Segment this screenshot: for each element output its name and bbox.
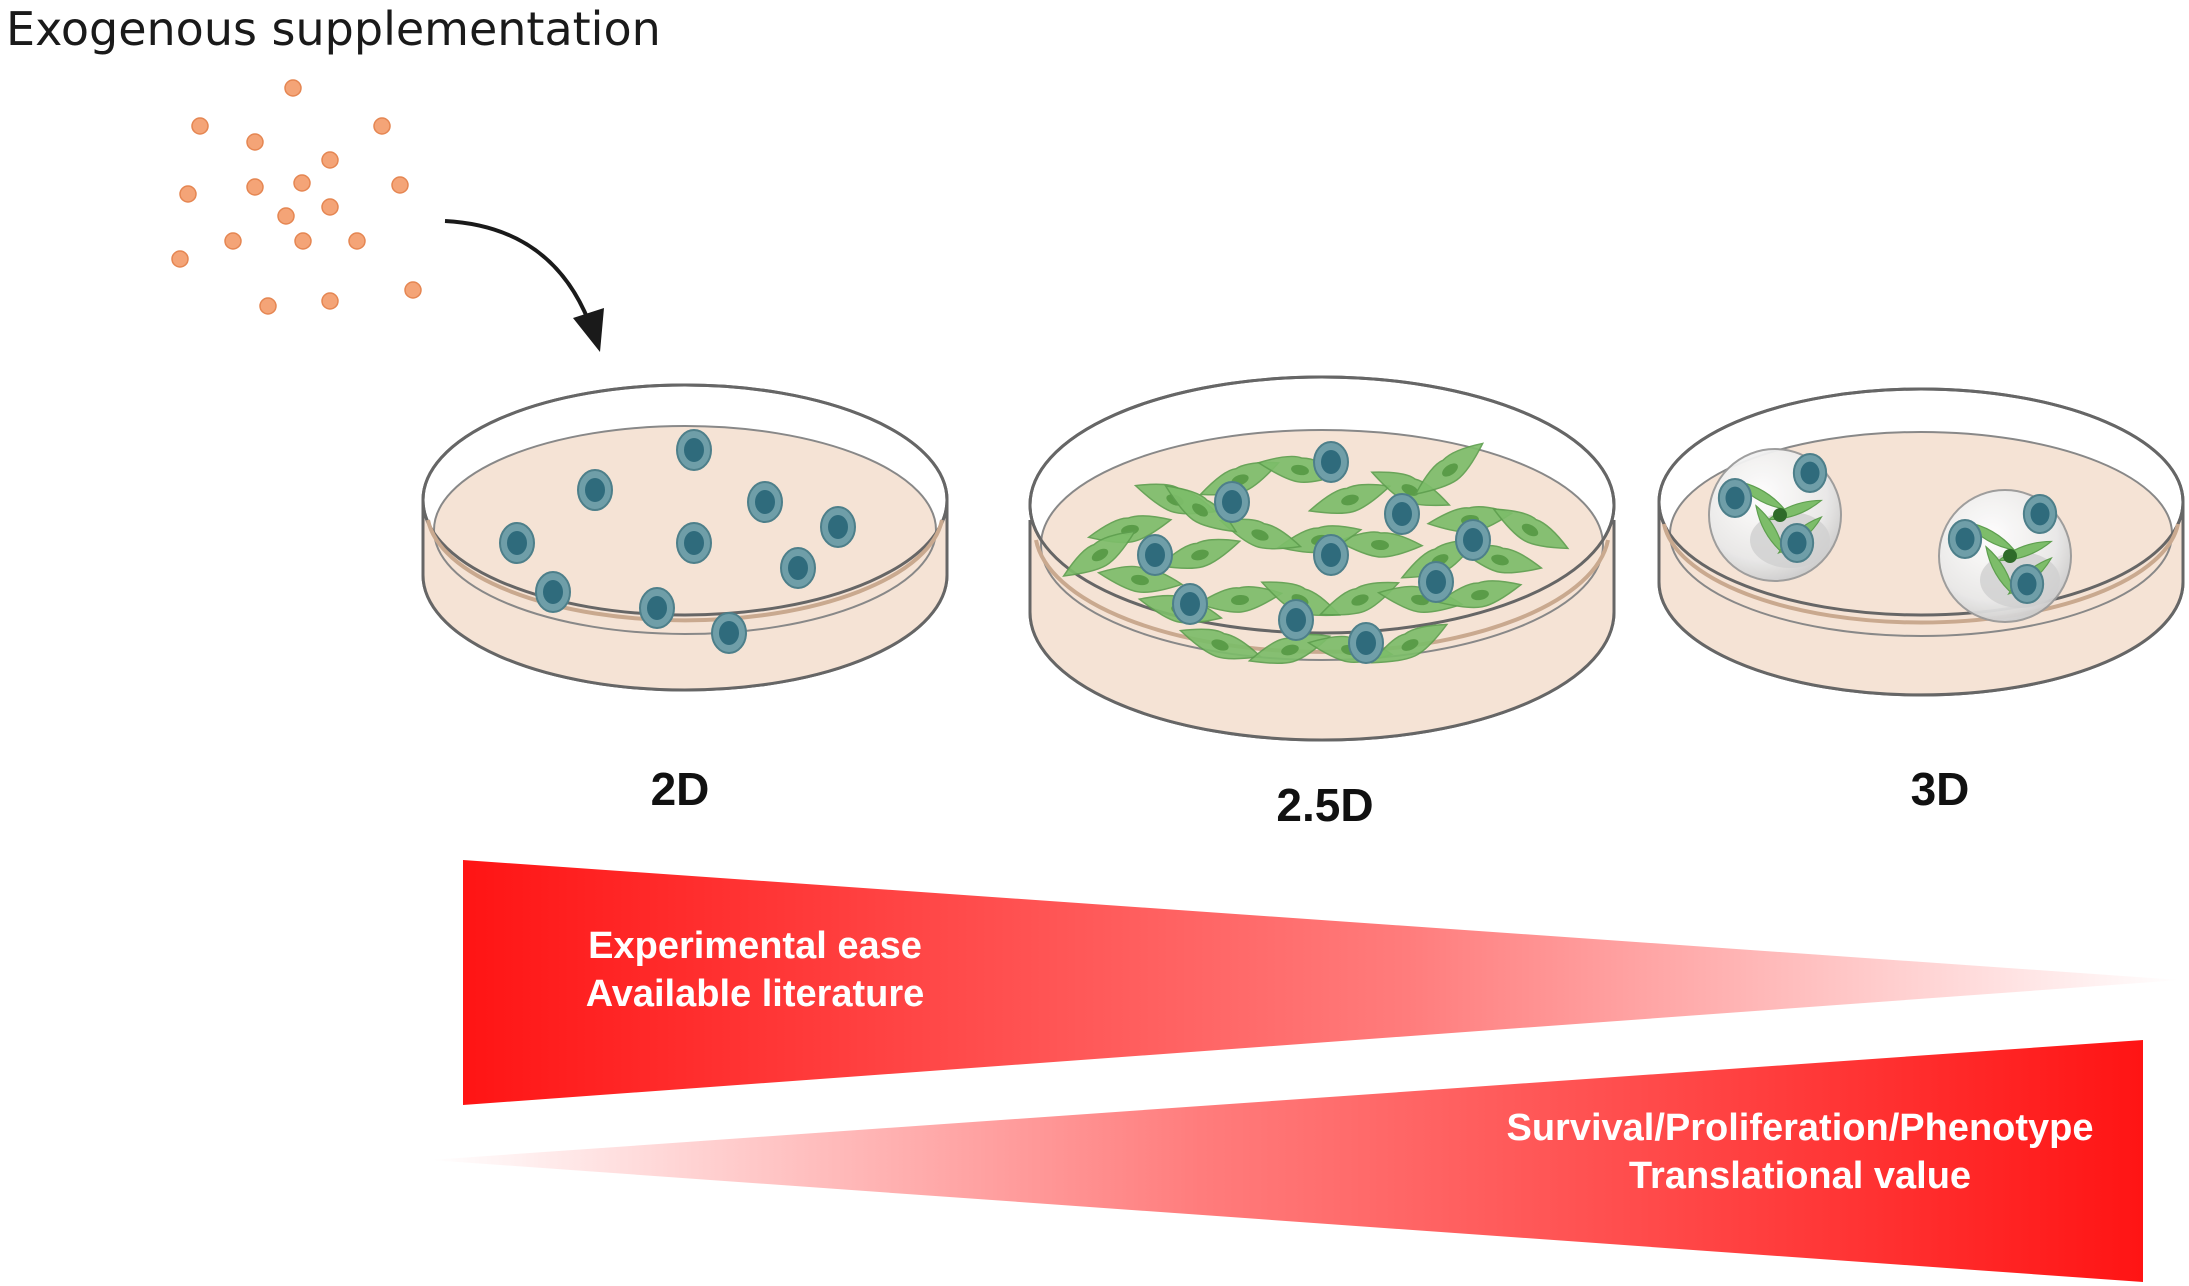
curved-arrow-icon [444,219,604,352]
particle [294,232,312,250]
translational-value-label: Translational value [1628,1155,1972,1197]
particle [321,151,339,169]
cell [1717,478,1753,518]
spheroid-2 [1938,489,2072,623]
survival-proliferation-phenotype-label: Survival/Proliferation/Phenotype [1506,1107,2094,1149]
nucleus [1773,508,1787,522]
particle [179,185,197,203]
cell [820,506,856,548]
particle [284,79,302,97]
nucleus [2003,549,2017,563]
particle [191,117,209,135]
fibroblast [1157,538,1242,569]
particle [224,232,242,250]
particle [404,281,422,299]
fibroblast [1164,484,1238,533]
cell [1455,519,1491,561]
cell [1792,453,1828,493]
cell [1348,622,1384,664]
fibroblast [1492,508,1570,550]
diagram-title: Exogenous supplementation [6,2,661,56]
cell [1278,599,1314,641]
cell [499,522,535,564]
particle [259,297,277,315]
particle [373,117,391,135]
spheroid-1 [1708,448,1842,582]
particle [321,292,339,310]
fibroblast [1414,442,1485,496]
experimental-ease-label: Experimental ease [588,925,922,967]
dish-2d [421,383,949,692]
cell [676,429,712,471]
increasing-gradient-wedge [430,1040,2143,1282]
cell [1384,493,1420,535]
particle [348,232,366,250]
particle [293,174,311,192]
particle-cluster-icon [171,79,422,315]
particle [246,178,264,196]
cell-group-2-5d [1137,441,1491,664]
cell [1313,441,1349,483]
cell [747,481,783,523]
increasing-wedge-label: Survival/Proliferation/Phenotype Transla… [1480,1104,2120,1200]
cell [1418,561,1454,603]
dish-label-2-5d: 2.5D [1276,779,1374,831]
dish-2-5d [1028,375,1616,742]
cell [1172,583,1208,625]
cell [1214,481,1250,523]
fibroblast [1370,623,1449,664]
cell [1779,523,1815,563]
cell [639,587,675,629]
cell [1947,519,1983,559]
cell [1137,534,1173,576]
cell [711,612,747,654]
particle [391,176,409,194]
cell [535,571,571,613]
cell [2022,494,2058,534]
cell-group-2d [499,429,856,654]
cell [577,469,613,511]
fibroblast [1318,581,1401,616]
fibroblast [1436,580,1523,609]
cell [676,522,712,564]
particle [246,133,264,151]
dish-label-2d: 2D [650,763,710,815]
cell [780,547,816,589]
particle [277,207,295,225]
fibroblast [1218,518,1303,550]
dish-label-3d: 3D [1910,763,1970,815]
particle [321,198,339,216]
cell [2009,564,2045,604]
fibroblast [1062,530,1137,577]
decreasing-wedge-label: Experimental ease Available literature [555,922,955,1018]
decreasing-gradient-wedge [463,860,2180,1105]
available-literature-label: Available literature [585,973,925,1015]
dish-3d [1657,387,2185,697]
fibroblast [1336,531,1424,558]
particle [171,250,189,268]
cell [1313,534,1349,576]
